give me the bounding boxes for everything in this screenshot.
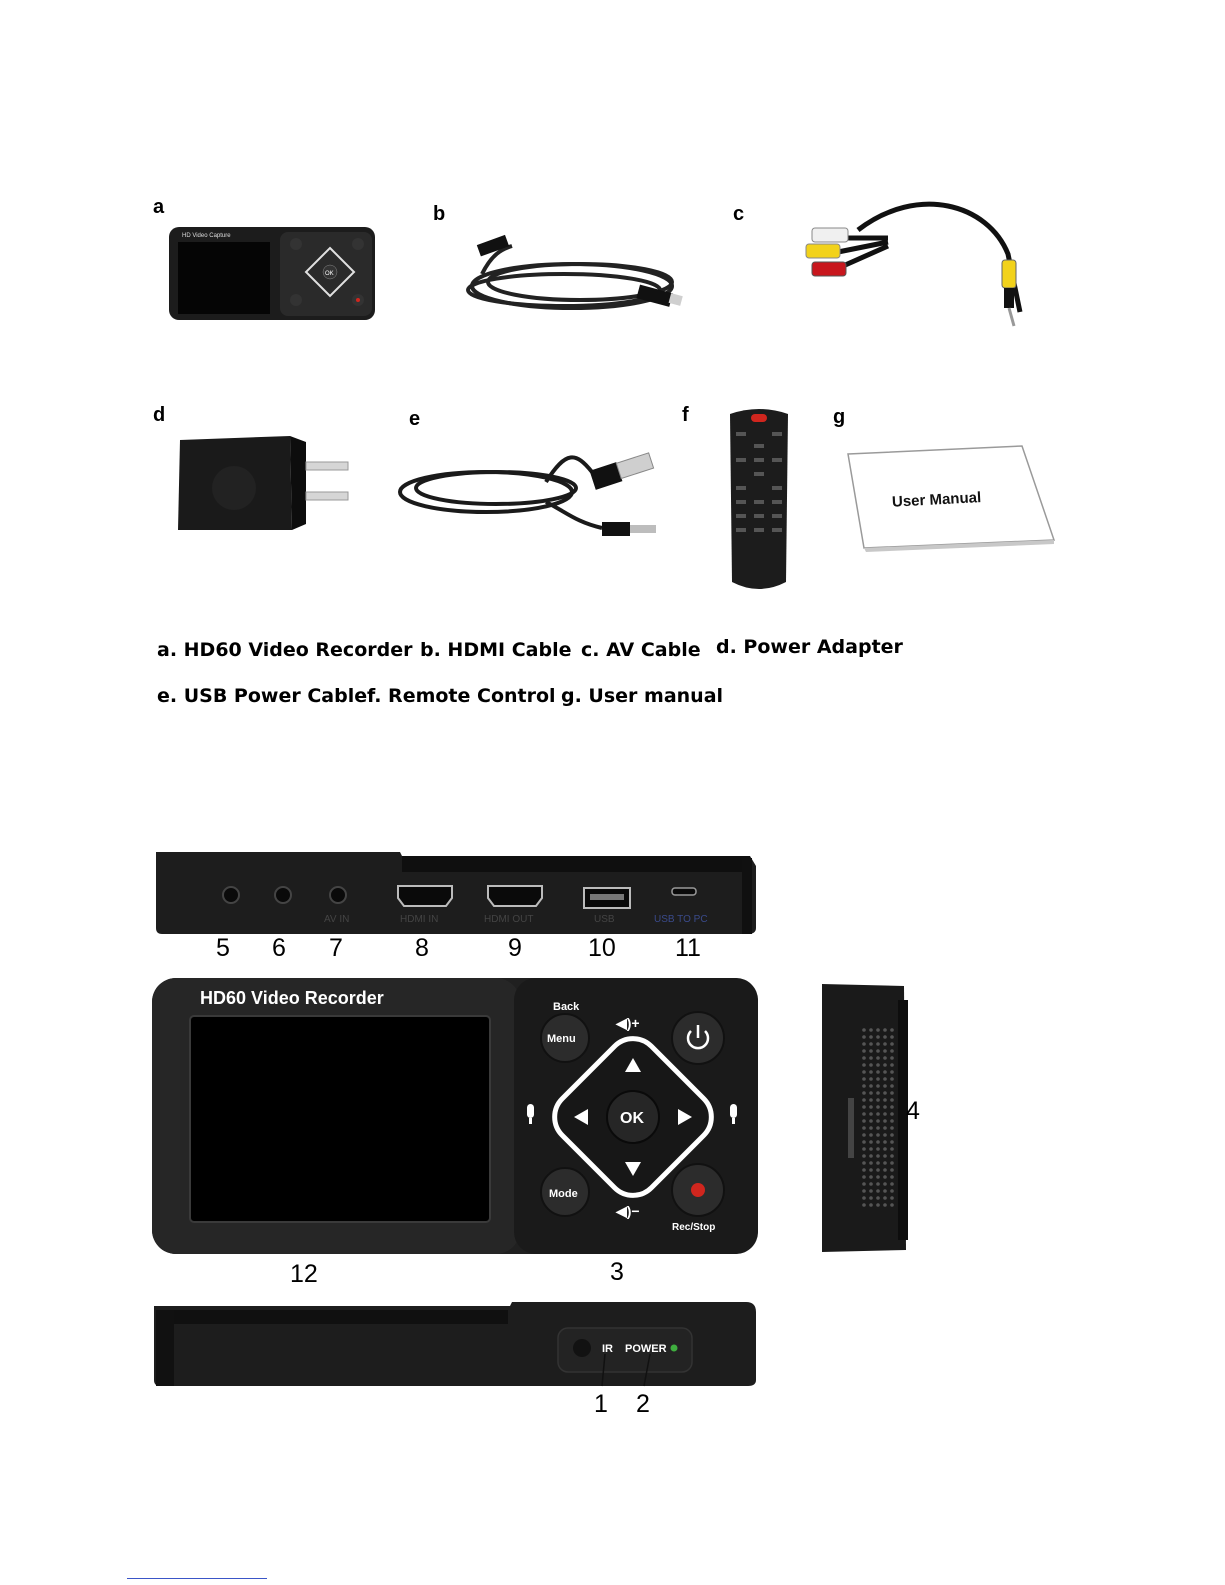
audio-jack-5 [223, 887, 239, 903]
callout-4: 4 [906, 1097, 920, 1126]
caption-b: b. HDMI Cable [420, 639, 571, 661]
device-screen [190, 1016, 490, 1222]
label-g: g [833, 406, 845, 429]
power-led [671, 1345, 678, 1352]
port-label-hdmi-in: HDMI IN [400, 914, 438, 925]
audio-jack-6 [275, 887, 291, 903]
label-e: e [409, 408, 420, 431]
callout-9: 9 [508, 934, 522, 963]
port-label-av-in: AV IN [324, 914, 349, 925]
hd60-recorder-image: HD Video Capture OK [168, 226, 378, 322]
ir-sensor [573, 1339, 591, 1357]
svg-text:Mode: Mode [549, 1188, 578, 1200]
remote-control-image [724, 406, 794, 594]
device-title: HD60 Video Recorder [200, 988, 384, 1008]
svg-text:OK: OK [620, 1110, 644, 1127]
callout-3: 3 [610, 1258, 624, 1287]
sd-card-slot [848, 1098, 854, 1158]
callout-5: 5 [216, 934, 230, 963]
caption-d: d. Power Adapter [716, 636, 903, 658]
rec-stop-label: Rec/Stop [672, 1222, 715, 1233]
mini-device-title: HD Video Capture [182, 233, 231, 239]
caption-g: g. User manual [561, 685, 723, 707]
callout-6: 6 [272, 934, 286, 963]
record-icon [691, 1183, 705, 1197]
volume-down-icon: ◀)− [615, 1203, 640, 1219]
device-back-view: AV IN HDMI IN HDMI OUT USB USB TO PC [152, 850, 762, 936]
caption-c: c. AV Cable [581, 639, 701, 661]
callout-10: 10 [588, 934, 616, 963]
av-in-jack-7 [330, 887, 346, 903]
label-d: d [153, 404, 165, 427]
port-label-usb: USB [594, 914, 615, 925]
svg-text:OK: OK [325, 271, 334, 277]
callout-12: 12 [290, 1260, 318, 1289]
callout-2: 2 [636, 1390, 650, 1419]
port-label-hdmi-out: HDMI OUT [484, 914, 533, 925]
usb-to-pc-port [672, 888, 696, 895]
caption-f: f. Remote Control [367, 685, 556, 707]
label-a: a [153, 196, 164, 219]
device-edge-view: IR POWER [150, 1300, 762, 1392]
ir-label: IR [602, 1343, 613, 1355]
caption-a: a. HD60 Video Recorder [157, 639, 412, 661]
callout-7: 7 [329, 934, 343, 963]
hdmi-in-port [398, 886, 452, 906]
mini-screen [178, 242, 270, 314]
device-front-view: HD60 Video Recorder Back Menu ◀)+ OK Mod… [150, 976, 762, 1258]
power-label: POWER [625, 1343, 667, 1355]
hdmi-out-port [488, 886, 542, 906]
caption-e: e. USB Power Cable [157, 685, 367, 707]
user-manual-image: User Manual [844, 442, 1058, 552]
footnote-rule [127, 1578, 267, 1580]
usb-power-cable-image [396, 442, 666, 542]
port-label-usb-to-pc: USB TO PC [654, 914, 708, 925]
label-b: b [433, 203, 445, 226]
svg-text:Menu: Menu [547, 1033, 576, 1045]
hdmi-cable-image [462, 234, 698, 324]
volume-up-icon: ◀)+ [615, 1015, 640, 1031]
label-f: f [682, 404, 689, 427]
device-side-view [818, 980, 910, 1256]
callout-8: 8 [415, 934, 429, 963]
label-c: c [733, 203, 744, 226]
back-label: Back [553, 1001, 580, 1013]
power-adapter-image [174, 430, 354, 534]
callout-1: 1 [594, 1390, 608, 1419]
callout-11: 11 [675, 934, 701, 963]
av-cable-image [798, 194, 1038, 334]
